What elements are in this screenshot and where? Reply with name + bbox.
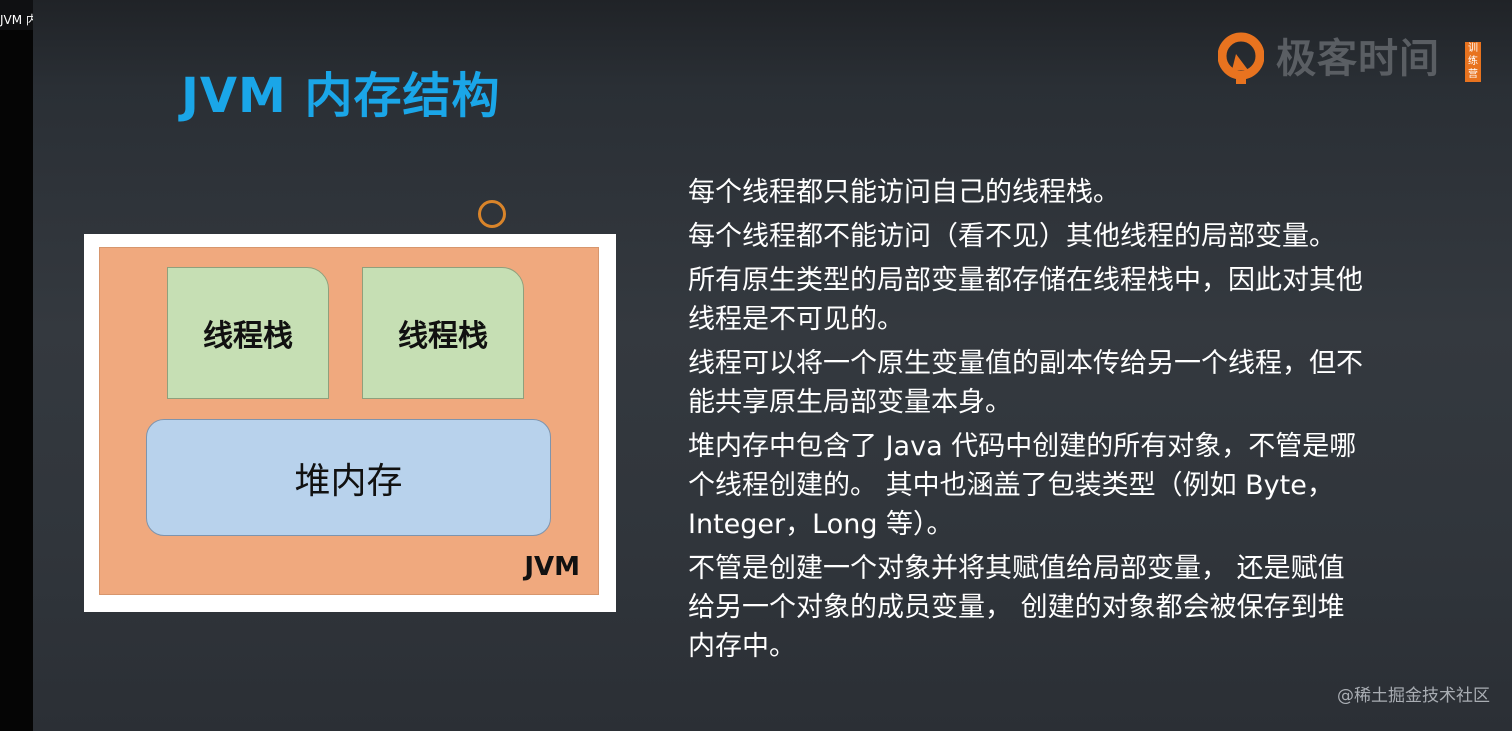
- geektime-logo-icon: [1218, 32, 1264, 84]
- note-item: 线程可以将一个原生变量值的副本传给另一个线程，但不能共享原生局部变量本身。: [688, 348, 1363, 418]
- note-item: 不管是创建一个对象并将其赋值给局部变量， 还是赋值给另一个对象的成员变量， 创建…: [688, 553, 1345, 662]
- note-item: 每个线程都只能访问自己的线程栈。: [688, 177, 1120, 208]
- juejin-watermark: @稀土掘金技术社区: [1337, 686, 1490, 706]
- jvm-memory-diagram: 线程栈 线程栈 堆内存 JVM: [84, 234, 616, 612]
- geektime-logo-text: 极客时间: [1276, 36, 1440, 82]
- jvm-area: 线程栈 线程栈 堆内存 JVM: [99, 247, 599, 595]
- geektime-logo: 极客时间 训练营: [1218, 30, 1488, 90]
- thread-stack-box-2: 线程栈: [362, 267, 524, 399]
- training-camp-badge: 训练营: [1465, 42, 1481, 82]
- note-item: 堆内存中包含了 Java 代码中创建的所有对象，不管是哪个线程创建的。 其中也涵…: [688, 431, 1357, 540]
- jvm-label: JVM: [524, 552, 580, 582]
- note-item: 所有原生类型的局部变量都存储在线程栈中，因此对其他线程是不可见的。: [688, 265, 1363, 335]
- slide-title: JVM 内存结构: [181, 68, 501, 124]
- note-item: 每个线程都不能访问（看不见）其他线程的局部变量。: [688, 221, 1336, 252]
- notes-list: 每个线程都只能访问自己的线程栈。 每个线程都不能访问（看不见）其他线程的局部变量…: [688, 173, 1368, 671]
- heap-memory-box: 堆内存: [146, 419, 551, 536]
- thread-stack-box-1: 线程栈: [167, 267, 329, 399]
- left-sidebar-strip: [0, 30, 33, 731]
- mouse-cursor-ring: [478, 200, 506, 228]
